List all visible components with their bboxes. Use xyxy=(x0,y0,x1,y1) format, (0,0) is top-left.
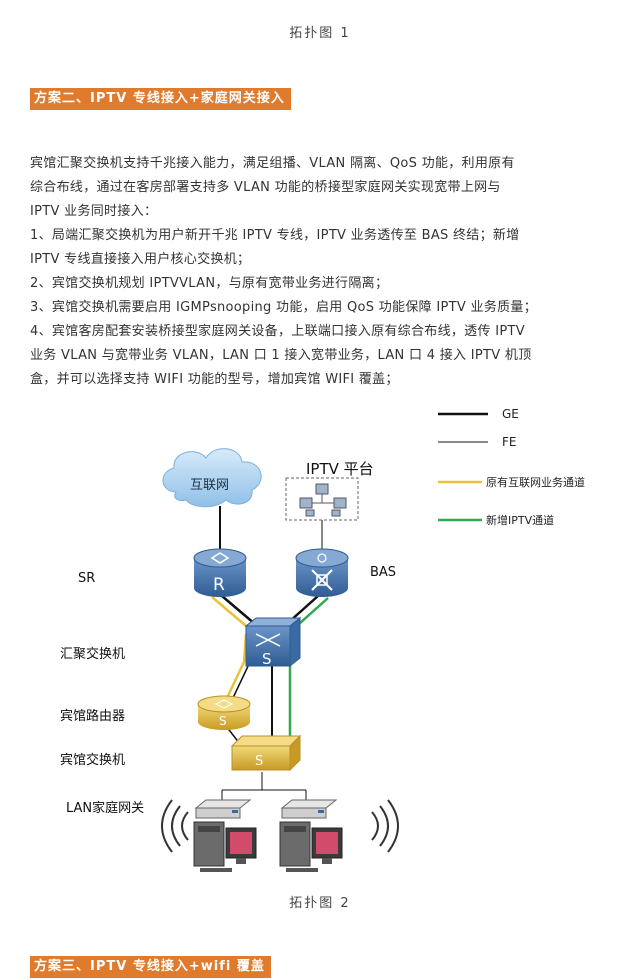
body-line: 宾馆汇聚交换机支持千兆接入能力，满足组播、VLAN 隔离、QoS 功能，利用原有 xyxy=(30,156,515,171)
section-3-heading: 方案三、IPTV 专线接入+wifi 覆盖 xyxy=(30,956,271,978)
bas-label: BAS xyxy=(370,565,396,580)
bas-icon xyxy=(295,548,349,597)
home-gateway-device-icon xyxy=(194,799,252,819)
sr-label: SR xyxy=(78,571,95,586)
body-line: 2、宾馆交换机规划 IPTVVLAN，与原有宽带业务进行隔离； xyxy=(30,276,389,291)
legend-fe-label: FE xyxy=(502,435,516,449)
body-line: IPTV 业务同时接入： xyxy=(30,204,158,219)
body-line: 1、局端汇聚交换机为用户新开千兆 IPTV 专线，IPTV 业务透传至 BAS … xyxy=(30,228,520,243)
wifi-signal-icon xyxy=(161,799,189,853)
server-icon xyxy=(299,497,313,509)
link-agg-router xyxy=(231,661,251,701)
body-paragraph: 宾馆汇聚交换机支持千兆接入能力，满足组播、VLAN 隔离、QoS 功能，利用原有… xyxy=(30,152,616,392)
switch-letter: S xyxy=(219,714,227,728)
body-line: 4、宾馆客房配套安装桥接型家庭网关设备，上联端口接入原有综合布线，透传 IPTV xyxy=(30,324,525,339)
body-line: 业务 VLAN 与宽带业务 VLAN，LAN 口 1 接入宽带业务，LAN 口 … xyxy=(30,348,532,363)
server-icon xyxy=(305,509,315,517)
computer-icon xyxy=(193,821,257,872)
server-icon xyxy=(333,497,347,509)
body-line: 盒，并可以选择支持 WIFI 功能的型号，增加宾馆 WIFI 覆盖； xyxy=(30,372,399,387)
iptv-platform-label: IPTV 平台 xyxy=(306,460,374,478)
figure-caption-2: 拓扑图 2 xyxy=(289,896,351,911)
figure-caption-1: 拓扑图 1 xyxy=(289,26,351,41)
legend-ge-label: GE xyxy=(502,407,519,421)
link-sr-agg-existing xyxy=(211,596,253,632)
body-line: IPTV 专线直接接入用户核心交换机； xyxy=(30,252,251,267)
legend-existing-label: 原有互联网业务通道 xyxy=(486,475,585,489)
body-line: 3、宾馆交换机需要启用 IGMPsnooping 功能，启用 QoS 功能保障 … xyxy=(30,300,538,315)
aggregation-switch-icon: S xyxy=(244,616,302,668)
body-line: 综合布线，通过在客房部署支持多 VLAN 功能的桥接型家庭网关实现宽带上网与 xyxy=(30,180,501,195)
hotel-switch-icon: S xyxy=(230,734,302,772)
home-gateway-device-icon xyxy=(280,799,338,819)
legend: GE FE 原有互联网业务通道 新增IPTV通道 xyxy=(438,407,585,527)
aggregation-label: 汇聚交换机 xyxy=(60,646,125,662)
internet-cloud-icon: 互联网 xyxy=(162,448,262,508)
network-topology-diagram: GE FE 原有互联网业务通道 新增IPTV通道 互联网 xyxy=(60,407,585,872)
switch-letter: S xyxy=(262,650,272,668)
switch-letter: S xyxy=(255,754,263,769)
section-2-heading: 方案二、IPTV 专线接入+家庭网关接入 xyxy=(30,88,291,110)
link-agg-router-existing xyxy=(224,633,248,701)
hotel-router-label: 宾馆路由器 xyxy=(60,708,125,724)
iptv-platform: IPTV 平台 xyxy=(285,460,374,521)
iptv-platform-frame xyxy=(285,477,359,521)
lan-gateway-label: LAN家庭网关 xyxy=(66,800,144,816)
router-letter: R xyxy=(213,575,225,595)
computer-icon xyxy=(279,821,343,872)
legend-new-iptv-label: 新增IPTV通道 xyxy=(486,513,554,527)
hotel-switch-label: 宾馆交换机 xyxy=(60,752,125,768)
sr-router-icon: R xyxy=(193,548,247,597)
wifi-signal-icon xyxy=(371,799,399,853)
internet-label: 互联网 xyxy=(190,478,229,493)
server-icon xyxy=(315,483,329,495)
server-icon xyxy=(331,509,341,517)
hotel-router-icon: S xyxy=(197,695,251,730)
